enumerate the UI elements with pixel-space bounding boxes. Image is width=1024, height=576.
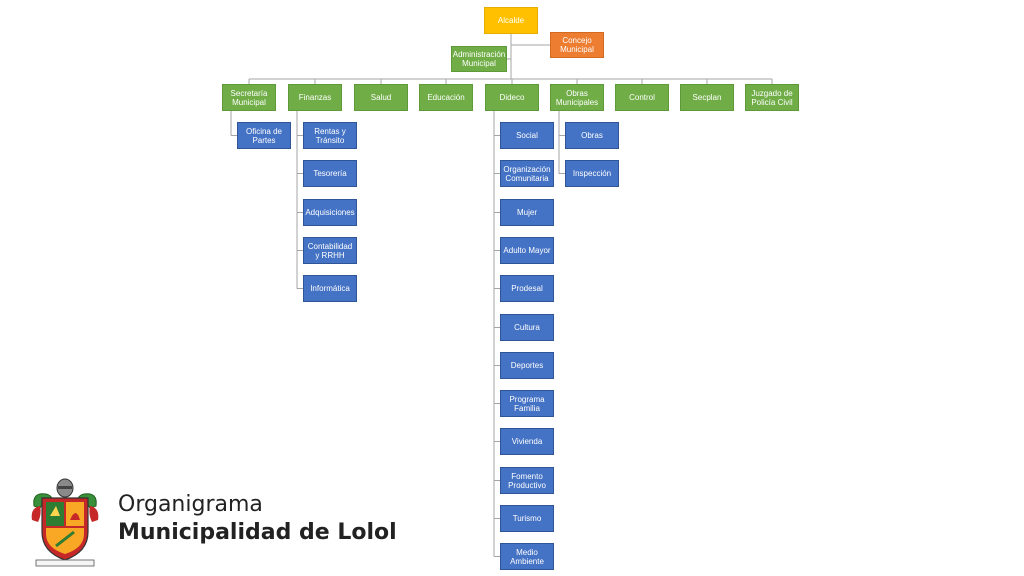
node-concejo-municipal: Concejo Municipal bbox=[550, 32, 604, 58]
node-alcalde: Alcalde bbox=[484, 7, 538, 34]
node-dideco: Dideco bbox=[485, 84, 539, 111]
node-informatica: Informática bbox=[303, 275, 357, 302]
title-block: Organigrama Municipalidad de Lolol bbox=[118, 492, 397, 548]
node-secplan: Secplan bbox=[680, 84, 734, 111]
node-programa-familia: Programa Familia bbox=[500, 390, 554, 417]
node-mujer: Mujer bbox=[500, 199, 554, 226]
node-obras: Obras bbox=[565, 122, 619, 149]
node-fomento-productivo: Fomento Productivo bbox=[500, 467, 554, 494]
node-contabilidad-y-rrhh: Contabilidad y RRHH bbox=[303, 237, 357, 264]
node-medio-ambiente: Medio Ambiente bbox=[500, 543, 554, 570]
node-vivienda: Vivienda bbox=[500, 428, 554, 455]
node-adulto-mayor: Adulto Mayor bbox=[500, 237, 554, 264]
node-educacion: Educación bbox=[419, 84, 473, 111]
title-municipalidad: Municipalidad de Lolol bbox=[118, 520, 397, 545]
node-adquisiciones: Adquisiciones bbox=[303, 199, 357, 226]
node-salud: Salud bbox=[354, 84, 408, 111]
node-obras-municipales: Obras Municipales bbox=[550, 84, 604, 111]
node-deportes: Deportes bbox=[500, 352, 554, 379]
node-social: Social bbox=[500, 122, 554, 149]
node-rentas-y-transito: Rentas y Tránsito bbox=[303, 122, 357, 149]
node-administracion-municipal: Administración Municipal bbox=[451, 46, 507, 72]
node-turismo: Turismo bbox=[500, 505, 554, 532]
title-organigrama: Organigrama bbox=[118, 492, 263, 517]
node-secretaria-municipal: Secretaría Municipal bbox=[222, 84, 276, 111]
node-cultura: Cultura bbox=[500, 314, 554, 341]
node-prodesal: Prodesal bbox=[500, 275, 554, 302]
node-control: Control bbox=[615, 84, 669, 111]
node-finanzas: Finanzas bbox=[288, 84, 342, 111]
node-inspeccion: Inspección bbox=[565, 160, 619, 187]
municipal-coat-of-arms-icon bbox=[30, 476, 100, 568]
node-oficina-de-partes: Oficina de Partes bbox=[237, 122, 291, 149]
node-tesoreria: Tesorería bbox=[303, 160, 357, 187]
node-organizacion-comunitaria: Organización Comunitaria bbox=[500, 160, 554, 187]
node-juzgado-de-policia-civil: Juzgado de Policía Civil bbox=[745, 84, 799, 111]
